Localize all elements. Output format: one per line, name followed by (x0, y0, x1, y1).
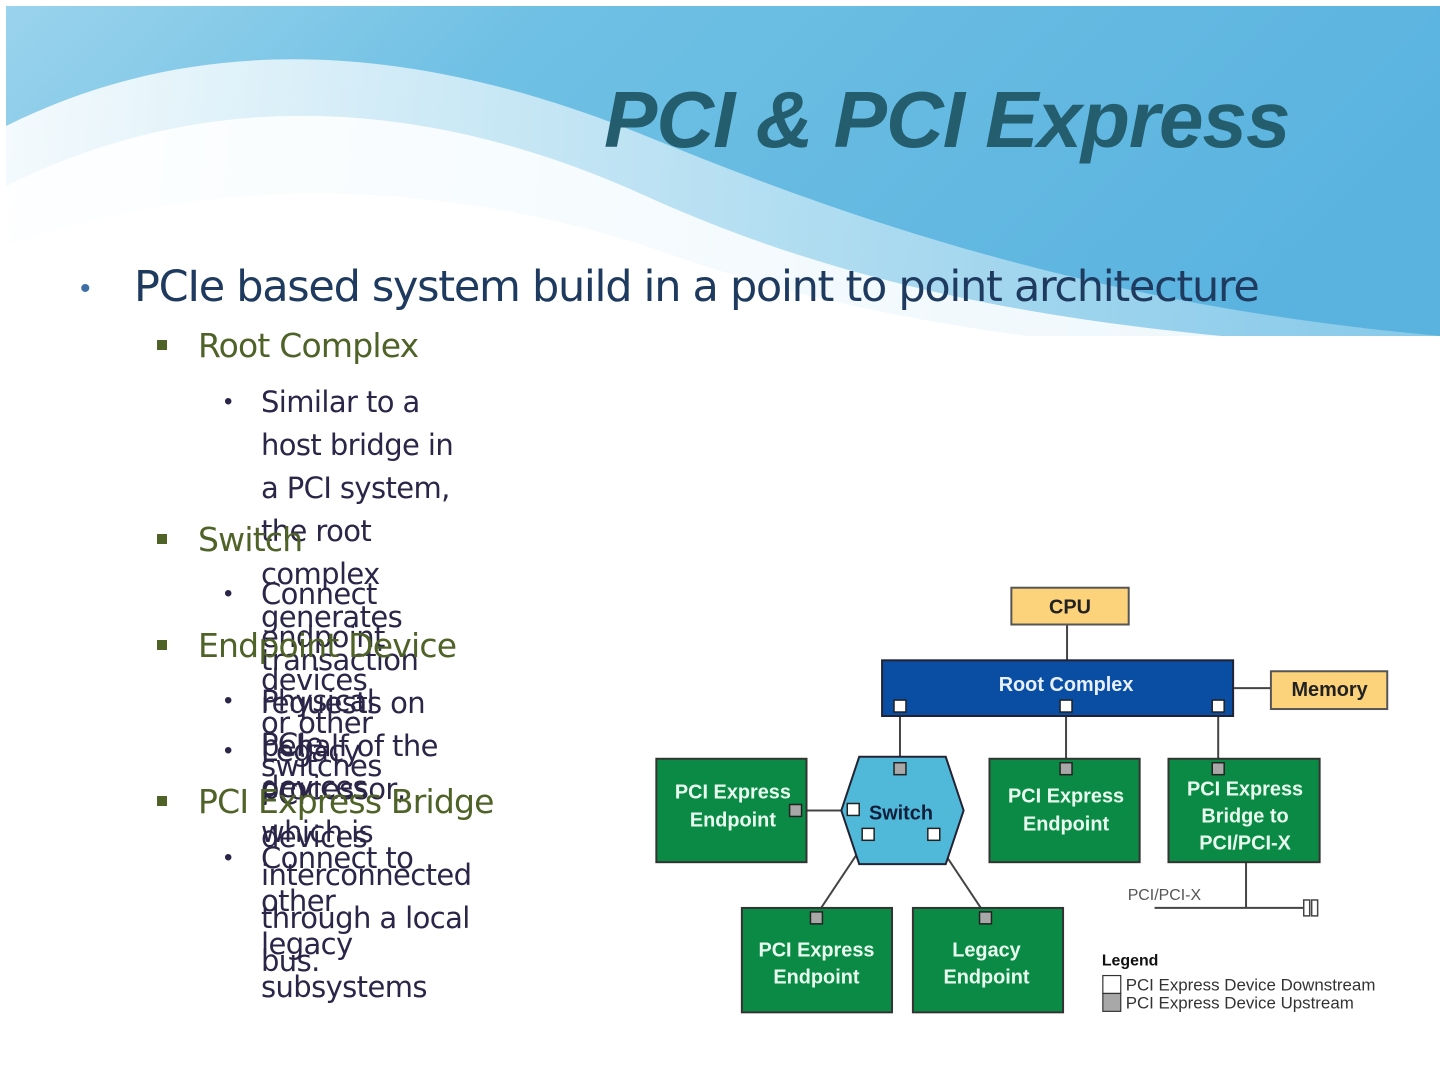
downstream-port (927, 827, 941, 842)
bridge-node[interactable]: PCI Express Bridge to PCI/PCI-X (1167, 757, 1321, 864)
bus-terminator-icon (1302, 899, 1319, 917)
legacy-endpoint-label-1: Legacy (952, 940, 1020, 962)
downstream-port (846, 802, 860, 817)
endpoint-physical: Physical PCIe devices (261, 684, 375, 804)
slide: PCI & PCI Express (6, 6, 1440, 1080)
bridge-description: Connect to other legacy subsystems (261, 837, 427, 1009)
text-line: subsystems (261, 970, 427, 1004)
downstream-port (1211, 699, 1225, 713)
heading-pcie-bridge: PCI Express Bridge (198, 782, 494, 821)
memory-node[interactable]: Memory (1269, 670, 1389, 711)
cpu-node[interactable]: CPU (1010, 586, 1130, 626)
text-line: Similar to a host bridge in a PCI system… (261, 385, 454, 634)
square-bullet (157, 340, 167, 350)
endpoint-left-label-1: PCI Express (675, 782, 791, 804)
main-bullet: PCIe based system build in a point to po… (134, 262, 1260, 312)
legend: Legend PCI Express Device Downstream PCI… (1102, 953, 1376, 1013)
heading-endpoint-device: Endpoint Device (198, 626, 457, 665)
square-bullet (157, 534, 167, 544)
heading-switch: Switch (198, 520, 303, 559)
legacy-endpoint-node[interactable]: Legacy Endpoint (911, 906, 1065, 1014)
square-bullet (157, 796, 167, 806)
endpoint-left-label-2: Endpoint (690, 809, 776, 831)
endpoint-mid-node[interactable]: PCI Express Endpoint (988, 757, 1141, 864)
legend-title: Legend (1102, 953, 1159, 970)
legend-label-downstream: PCI Express Device Downstream (1126, 975, 1376, 994)
legend-label-upstream: PCI Express Device Upstream (1126, 993, 1354, 1012)
endpoint-left-node[interactable]: PCI Express Endpoint (655, 757, 808, 864)
root-complex-description: Similar to a host bridge in a PCI system… (261, 381, 472, 983)
root-complex-label: Root Complex (999, 674, 1134, 696)
upstream-port (1211, 761, 1225, 776)
root-complex-node[interactable]: Root Complex (881, 659, 1235, 717)
upstream-port (893, 761, 907, 776)
bridge-label-2: Bridge to (1201, 805, 1288, 827)
upstream-port (978, 911, 993, 925)
downstream-port (861, 827, 875, 842)
bullet-dot: • (80, 272, 91, 305)
text-line: Connect to other legacy (261, 841, 414, 961)
text-line: interconnected through a local bus. (261, 858, 472, 978)
heading-root-complex: Root Complex (198, 326, 419, 365)
downstream-port (1059, 699, 1073, 713)
switch-description: Connect endpoint devices or other switch… (261, 577, 385, 783)
endpoint-bottom-label-2: Endpoint (773, 967, 859, 989)
bullet-dot: • (224, 580, 233, 607)
upstream-port (809, 911, 824, 925)
bridge-label-3: PCI/PCI-X (1199, 832, 1291, 854)
bullet-dot: • (224, 737, 233, 764)
endpoint-mid-label-1: PCI Express (1008, 786, 1124, 808)
legacy-endpoint-label-2: Endpoint (943, 967, 1029, 989)
memory-label: Memory (1291, 679, 1367, 701)
legend-swatch-downstream (1102, 974, 1122, 995)
bullet-dot: • (224, 687, 233, 714)
square-bullet (157, 640, 167, 650)
upstream-port (1059, 761, 1073, 776)
bullet-dot: • (224, 844, 233, 871)
slide-title: PCI & PCI Express (604, 75, 1290, 164)
switch-label: Switch (869, 802, 933, 824)
endpoint-bottom-label-1: PCI Express (758, 940, 874, 962)
cpu-label: CPU (1049, 597, 1091, 619)
background-wave (6, 6, 1440, 426)
upstream-port (788, 803, 803, 818)
bus-label: PCI/PCI-X (1128, 887, 1202, 904)
switch-node[interactable]: Switch (840, 755, 965, 866)
endpoint-bottom-node[interactable]: PCI Express Endpoint (740, 906, 894, 1014)
bridge-label-1: PCI Express (1187, 779, 1303, 801)
legend-swatch-upstream (1102, 992, 1122, 1012)
downstream-port (893, 699, 907, 713)
endpoint-legacy: Legacy PCI devices (261, 734, 368, 854)
text-line: transaction requests on behalf of the pr… (261, 643, 438, 849)
endpoint-mid-label-2: Endpoint (1023, 813, 1109, 835)
bullet-dot: • (224, 388, 233, 415)
